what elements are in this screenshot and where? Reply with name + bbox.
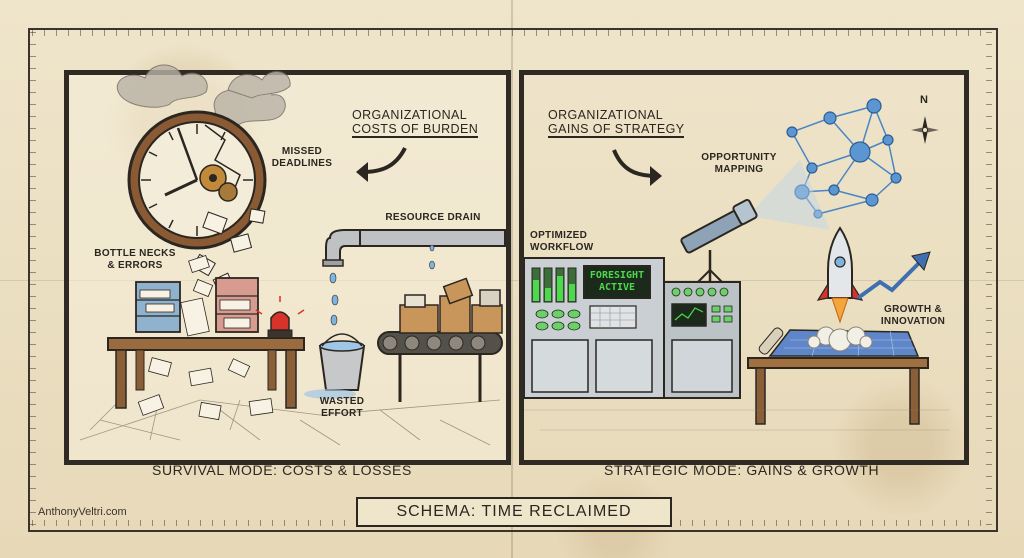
ruler-left [30,32,36,526]
wasted-effort-line2: Effort [321,408,363,419]
paper-fold-horizontal [0,280,1024,281]
scattered-papers [137,255,274,421]
optimized-workflow-line2: Workflow [530,242,594,253]
inbox-trays [135,277,259,337]
left-heading-line2: Costs of Burden [352,122,479,138]
schema-title-text: Schema: Time Reclaimed [396,503,632,520]
strategic-mode-panel [519,70,969,465]
telescope-beam [748,160,830,230]
opportunity-mapping-label: Opportunity Mapping [694,152,784,176]
opportunity-mapping-line1: Opportunity [701,152,777,163]
right-panel-heading: Organizational Gains of Strategy [548,108,688,138]
smoke-cloud [117,64,291,126]
right-heading-line1: Organizational [548,108,664,122]
wasted-effort-line1: Wasted [319,396,365,407]
left-heading-line1: Organizational [352,108,468,122]
growth-line1: Growth & [884,304,942,315]
arrow-head-left [356,162,368,182]
resource-drain-label: Resource Drain [385,212,481,223]
conveyor-belt [377,331,503,402]
network-nodes [786,98,902,219]
missed-deadlines-line2: Deadlines [271,158,333,169]
screen-line2: ACTIVE [598,282,636,293]
optimized-workflow-label: Optimized Workflow [530,230,608,254]
water-drops [329,244,435,326]
left-panel-heading: Organizational Costs of Burden [352,108,482,138]
curved-arrow-left [361,147,407,174]
ruler-top [32,30,992,36]
growth-arrow-icon [856,251,931,300]
growth-line2: Innovation [880,316,946,327]
rocket-icon [807,226,873,352]
cluttered-desk [107,337,305,409]
credit-text: AnthonyVeltri.com [38,506,127,518]
outer-frame [28,28,998,532]
right-floor [524,409,950,431]
right-heading-line2: Gains of Strategy [548,122,685,138]
cardboard-boxes [399,277,503,334]
strategic-mode-caption: Strategic Mode: Gains & Growth [604,462,880,478]
survival-mode-caption: Survival Mode: Costs & Losses [152,462,412,478]
bottlenecks-line2: & Errors [107,260,163,271]
wasted-effort-label: Wasted Effort [312,396,372,420]
growth-innovation-label: Growth & Innovation [868,304,958,328]
missed-deadlines-label: Missed Deadlines [262,146,342,170]
opportunity-mapping-line2: Mapping [714,164,764,175]
foresight-screen-text: FORESIGHT ACTIVE [584,270,650,294]
missed-deadlines-line1: Missed [281,146,323,157]
keyboard-icon [589,305,637,329]
compass-rose-icon [911,116,939,144]
leaking-pipe [322,229,506,267]
bottlenecks-line1: Bottle Necks [94,248,176,259]
bucket-icon [304,333,366,399]
compass-north-label: N [920,94,928,106]
alarm-light-icon [255,296,305,339]
foresight-screen [583,265,651,299]
arrow-head-right [650,166,662,186]
broken-clock-icon [127,110,267,250]
paper-fold-vertical [511,0,513,558]
optimized-workflow-line1: Optimized [530,230,588,241]
ruler-right [986,32,992,526]
screen-line1: FORESIGHT [589,270,645,281]
control-console [523,257,741,399]
bottlenecks-label: Bottle Necks & Errors [90,248,180,272]
schema-title: Schema: Time Reclaimed [356,497,672,527]
